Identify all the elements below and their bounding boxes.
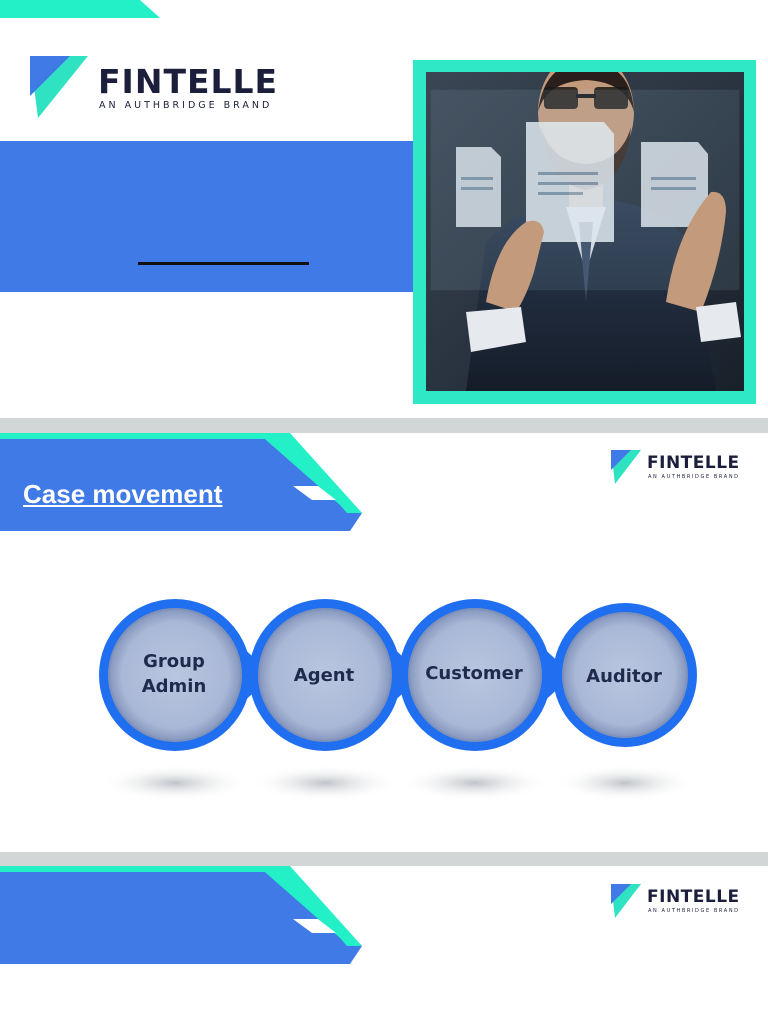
- slide-separator: [0, 418, 768, 433]
- title-banner: [0, 433, 362, 531]
- flow-arrow: [240, 645, 273, 705]
- slide-separator: [0, 852, 768, 866]
- flow-node-group-admin: [108, 608, 242, 742]
- slide-1: FINTELLE AN AUTHBRIDGE BRAND: [0, 0, 768, 418]
- top-ribbon: [0, 0, 160, 18]
- brand-logo-small: FINTELLE AN AUTHBRIDGE BRAND: [611, 450, 751, 486]
- fintelle-logo-icon: [611, 450, 641, 484]
- flow-label-agent: Agent: [293, 665, 355, 686]
- flow-node-agent: [258, 608, 392, 742]
- brand-name: FINTELLE: [647, 453, 740, 473]
- businessman-touching-documents-photo: [426, 72, 744, 391]
- brand-logo-small: FINTELLE AN AUTHBRIDGE BRAND: [611, 884, 751, 920]
- case-flow-diagram: [99, 599, 697, 801]
- flow-node-auditor: [562, 612, 688, 738]
- title-underline: [138, 262, 309, 265]
- slide-title: Case movement: [23, 479, 223, 509]
- node-shadow: [555, 765, 695, 801]
- flow-arrow: [390, 645, 423, 705]
- title-block: [0, 141, 460, 292]
- node-shadow: [100, 765, 250, 801]
- flow-label-customer: Customer: [425, 663, 523, 684]
- node-shadow: [250, 765, 400, 801]
- fintelle-logo-icon: [30, 56, 88, 118]
- fintelle-logo-icon: [611, 884, 641, 918]
- brand-name: FINTELLE: [647, 887, 740, 907]
- flow-arrow: [540, 645, 573, 705]
- brand-logo: FINTELLE AN AUTHBRIDGE BRAND: [30, 56, 290, 120]
- flow-node-customer: [408, 608, 542, 742]
- brand-tagline: AN AUTHBRIDGE BRAND: [648, 908, 740, 914]
- brand-tagline: AN AUTHBRIDGE BRAND: [99, 100, 273, 111]
- flow-label-group-admin: Group Admin: [141, 651, 207, 697]
- slide-3: FINTELLE AN AUTHBRIDGE BRAND: [0, 866, 768, 1024]
- title-banner: [0, 866, 362, 964]
- slide-2: Case movement FINTELLE AN AUTHBRIDGE BRA…: [0, 433, 768, 852]
- flow-label-auditor: Auditor: [586, 666, 662, 687]
- node-shadow: [400, 765, 550, 801]
- brand-name: FINTELLE: [98, 62, 279, 101]
- brand-tagline: AN AUTHBRIDGE BRAND: [648, 474, 740, 480]
